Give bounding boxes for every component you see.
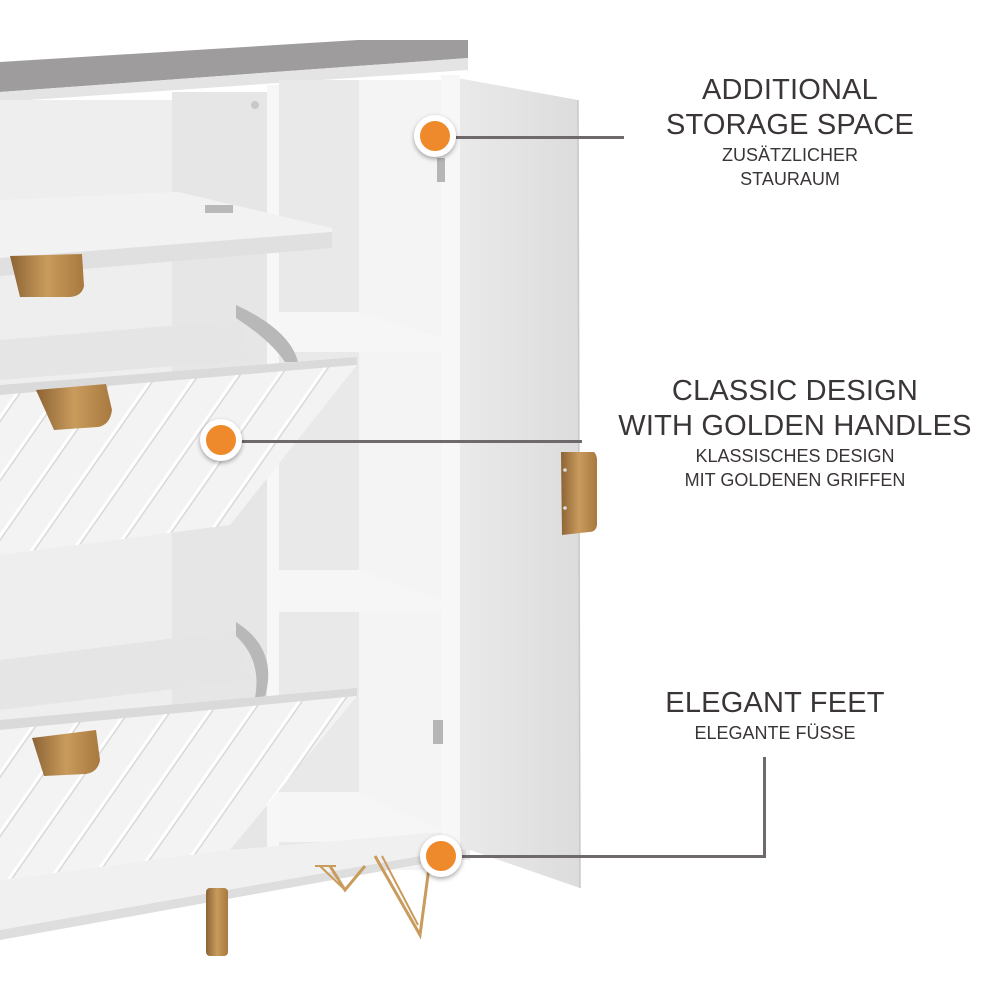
callout-subtitle-line1: ZUSÄTZLICHER bbox=[721, 145, 858, 165]
callout-line-feet-vertical bbox=[763, 757, 766, 857]
callout-line-storage bbox=[456, 136, 624, 139]
golden-feet bbox=[206, 855, 432, 956]
top-flip-drawer bbox=[0, 192, 332, 297]
callout-subtitle-line1: KLASSISCHES DESIGN bbox=[695, 446, 895, 466]
callout-storage: ADDITIONAL STORAGE SPACE ZUSÄTZLICHER ST… bbox=[630, 73, 950, 191]
callout-line-feet-horizontal bbox=[458, 855, 766, 858]
callout-title-line1: CLASSIC DESIGN bbox=[671, 375, 919, 407]
callout-title-line2: STORAGE SPACE bbox=[665, 109, 915, 141]
callout-line-handles bbox=[240, 440, 582, 443]
callout-handles: CLASSIC DESIGN WITH GOLDEN HANDLES KLASS… bbox=[600, 374, 990, 492]
callout-subtitle-line2: STAURAUM bbox=[740, 169, 840, 189]
callout-title-line1: ELEGANT FEET bbox=[665, 687, 885, 719]
callout-title-line1: ADDITIONAL bbox=[701, 74, 879, 106]
orange-marker-dot-storage-icon[interactable] bbox=[414, 115, 456, 157]
door-gold-handle bbox=[561, 452, 597, 535]
middle-flip-drawer bbox=[0, 305, 357, 555]
callout-subtitle-line1: ELEGANTE FÜSSE bbox=[694, 723, 856, 743]
orange-marker-dot-feet-icon[interactable] bbox=[420, 835, 462, 877]
callout-feet: ELEGANT FEET ELEGANTE FÜSSE bbox=[630, 686, 920, 745]
callout-title-line2: WITH GOLDEN HANDLES bbox=[618, 410, 972, 442]
lower-flip-drawer bbox=[0, 622, 357, 880]
callout-subtitle-line2: MIT GOLDENEN GRIFFEN bbox=[684, 470, 906, 490]
side-door bbox=[433, 75, 597, 889]
orange-marker-dot-handles-icon[interactable] bbox=[200, 419, 242, 461]
cabinet-top bbox=[0, 40, 468, 102]
cabinet-base bbox=[0, 832, 466, 940]
